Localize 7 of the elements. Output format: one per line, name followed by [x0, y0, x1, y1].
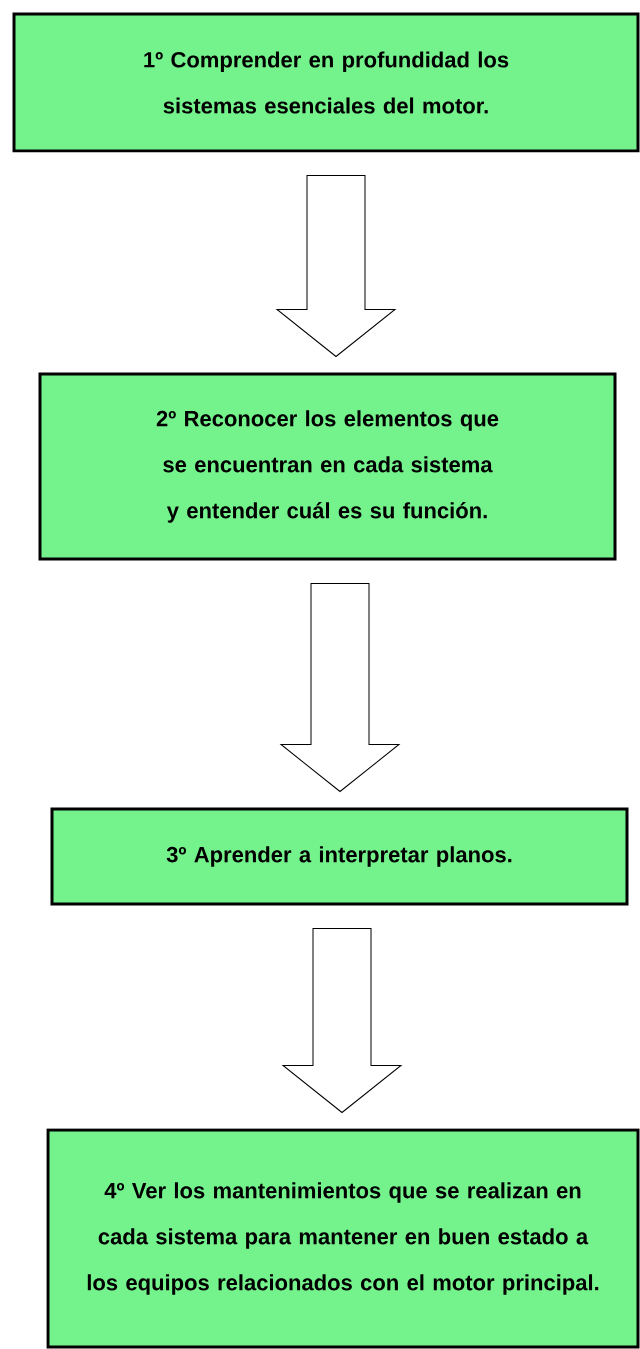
block-arrow	[282, 928, 402, 1113]
step-box: 3º Aprender a interpretar planos.	[50, 807, 629, 906]
step-box: 1º Comprender en profundidad los sistemas esenciales del motor.	[12, 12, 640, 153]
step-box: 2º Reconocer los elementos que se encuentran en cada sistema y entender cuál es su función.	[38, 372, 617, 561]
block-arrow	[276, 175, 396, 357]
step-box: 4º Ver los mantenimientos que se realizan en cada sistema para mantener en buen estado a los equipos relacionados con el motor principal.	[46, 1128, 640, 1349]
block-arrow	[280, 583, 400, 792]
